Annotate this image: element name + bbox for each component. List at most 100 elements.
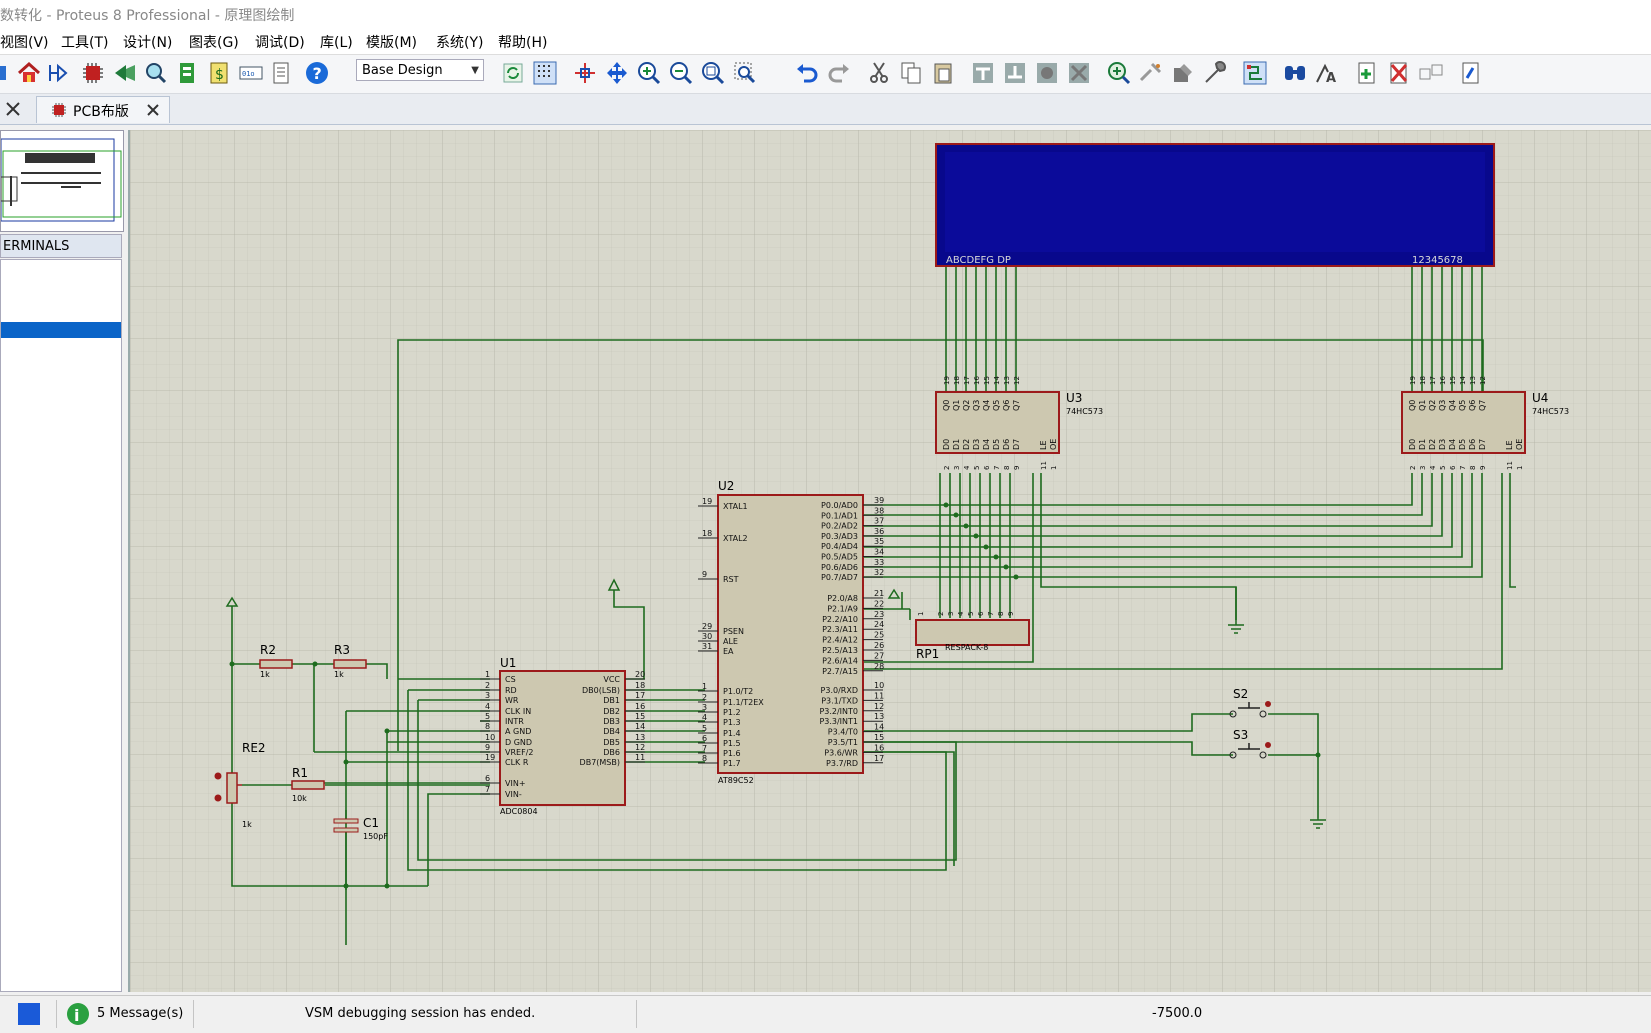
packaging-tool-icon[interactable] [1170,60,1196,86]
notes-icon[interactable] [268,60,294,86]
stop-icon[interactable] [18,1003,40,1025]
overview-window[interactable] [0,130,124,232]
pin-name: VIN- [505,790,522,799]
zoom-all-icon[interactable] [700,60,726,86]
block-copy-icon[interactable] [970,60,996,86]
origin-icon[interactable] [572,60,598,86]
pin-number: 6 [983,465,991,470]
partial-icon[interactable] [0,60,26,86]
pin-name: OE [1049,439,1058,450]
copy-icon[interactable] [898,60,924,86]
pin-name: Q3 [972,400,981,411]
selected-list-item[interactable] [1,322,121,338]
svg-text:$: $ [215,67,224,83]
close-icon[interactable] [145,102,161,118]
u3-latch[interactable]: U3 74HC573 Q019Q118Q217Q316Q415Q514Q613Q… [935,376,1103,470]
design-select[interactable]: Base Design▼ [356,59,484,81]
pin-name: Q4 [1448,400,1457,411]
seven-segment-display[interactable]: ABCDEFG DP 12345678 [935,143,1495,267]
remove-sheet-icon[interactable] [1386,60,1412,86]
pin-name: P3.3/INT1 [819,717,858,726]
block-move-icon[interactable] [1002,60,1028,86]
schematic-canvas[interactable]: ABCDEFG DP 12345678 U3 74HC573 Q019Q118Q… [130,130,1651,992]
property-assignment-icon[interactable]: A [1314,60,1340,86]
zoom-out-icon[interactable] [668,60,694,86]
block-delete-icon[interactable] [1066,60,1092,86]
new-sheet-icon[interactable] [1354,60,1380,86]
c1-capacitor[interactable]: C1 150pF [333,816,388,841]
menu-template[interactable]: 模版(M) [366,35,418,51]
bill-of-materials-icon[interactable]: $ [206,60,232,86]
re2-potentiometer[interactable]: RE2 1k [214,741,266,829]
u4-latch[interactable]: U4 74HC573 Q019Q118Q217Q316Q415Q514Q613Q… [1401,376,1569,470]
pick-device-icon[interactable] [1106,60,1132,86]
pin-name: CLK IN [505,707,531,716]
pin-number: 14 [1459,376,1467,385]
undo-icon[interactable] [794,60,820,86]
pin-number: 7 [993,466,1001,470]
menu-help[interactable]: 帮助(H) [498,35,548,51]
wires [231,265,1516,945]
s2-pushbutton[interactable]: S2 [1229,687,1271,718]
r1-resistor[interactable]: R1 10k [291,766,325,803]
menu-view[interactable]: 视图(V) [0,35,49,51]
menu-tools[interactable]: 工具(T) [61,35,109,51]
u2-microcontroller[interactable]: U2 AT89C52 19XTAL118XTAL29RST29PSEN30ALE… [698,479,884,785]
menu-bar: 视图(V) 工具(T) 设计(N) 图表(G) 调试(D) 库(L) 模版(M)… [0,28,1651,55]
pcb-chip-icon[interactable] [80,60,106,86]
make-device-icon[interactable] [1138,60,1164,86]
pin-name: DB2 [603,707,620,716]
svg-text:?: ? [313,64,322,83]
block-rotate-icon[interactable] [1034,60,1060,86]
pin-name: P1.3 [723,718,741,727]
design-explorer-icon[interactable] [174,60,200,86]
s3-pushbutton[interactable]: S3 [1229,728,1271,759]
r3-resistor[interactable]: R3 1k [333,643,367,679]
message-count[interactable]: 5 Message(s) [97,1006,184,1021]
binary-icon[interactable]: 01o [238,60,264,86]
pin-name: P2.2/A10 [822,615,858,624]
toolbar: $ 01o ? Base Design▼ A [0,55,1651,94]
pin-name: D1 [1418,439,1427,450]
3d-view-icon[interactable] [112,60,138,86]
menu-design[interactable]: 设计(N) [123,35,173,51]
r2-resistor[interactable]: R2 1k [259,643,293,679]
cut-icon[interactable] [866,60,892,86]
grid-toggle-icon[interactable] [532,60,558,86]
schematic-icon[interactable] [46,60,72,86]
refresh-icon[interactable] [500,60,526,86]
menu-debug[interactable]: 调试(D) [255,35,305,51]
decompose-icon[interactable] [1202,60,1228,86]
menu-graph[interactable]: 图表(G) [189,35,239,51]
pin-name: D6 [1002,439,1011,450]
redo-icon[interactable] [826,60,852,86]
pin-name: P2.1/A9 [827,604,858,613]
terminals-list[interactable] [0,259,122,992]
r1-value: 10k [292,794,307,803]
menu-library[interactable]: 库(L) [320,35,353,51]
paste-icon[interactable] [930,60,956,86]
status-bar: i 5 Message(s) VSM debugging session has… [0,995,1651,1033]
exit-parent-icon[interactable] [1418,60,1444,86]
pin-number: 14 [993,376,1001,385]
report-icon[interactable] [1458,60,1484,86]
wire-autorouter-icon[interactable] [1242,60,1268,86]
gerber-icon[interactable] [142,60,168,86]
zoom-in-icon[interactable] [636,60,662,86]
home-icon[interactable] [16,60,42,86]
search-tag-icon[interactable] [1282,60,1308,86]
pin-name: P0.6/AD6 [821,563,858,572]
tab-pcb-layout[interactable]: PCB布版 [36,96,170,123]
menu-system[interactable]: 系统(Y) [436,35,484,51]
pin-number: 23 [874,610,884,619]
pin-name: P0.7/AD7 [821,573,858,582]
pin-number: 1 [702,682,707,691]
zoom-area-icon[interactable] [732,60,758,86]
pan-icon[interactable] [604,60,630,86]
help-icon[interactable]: ? [304,60,330,86]
close-icon[interactable] [4,100,22,118]
